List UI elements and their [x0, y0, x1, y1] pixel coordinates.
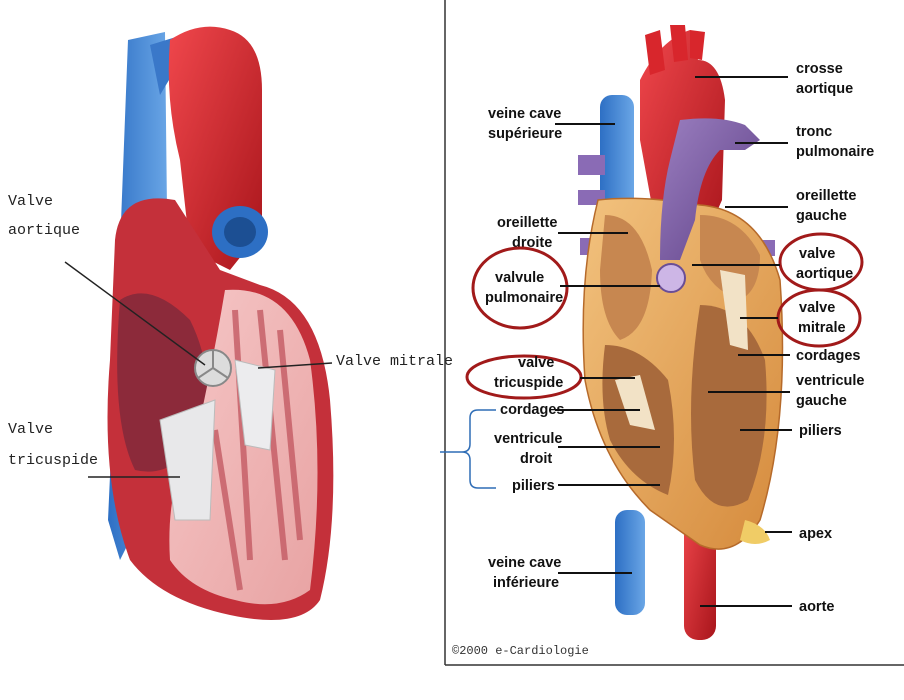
label-valve-tricuspide-l2: tricuspide	[494, 375, 563, 391]
label-veine-cave-inf-l2: inférieure	[493, 575, 559, 591]
leader-valve-mitrale	[257, 362, 333, 369]
right-inf-vena-cava	[615, 510, 645, 615]
label-tronc-pulmonaire-l2: pulmonaire	[796, 144, 874, 160]
label-cordages-right: cordages	[796, 348, 860, 364]
label-ventricule-droit-l2: droit	[520, 451, 552, 467]
label-valve-tricuspide-l1: Valve	[8, 421, 53, 438]
leader-valve-aortique	[64, 261, 206, 366]
label-valve-tricuspide-l2: tricuspide	[8, 452, 98, 469]
left-pulmonary-lumen	[224, 217, 256, 247]
label-tronc-pulmonaire-l1: tronc	[796, 124, 832, 140]
right-mitral-chordae	[720, 270, 748, 350]
label-ventricule-gauche-l1: ventricule	[796, 373, 865, 389]
label-valve-tricuspide-l1: valve	[518, 355, 554, 371]
label-oreillette-gauche-l2: gauche	[796, 208, 847, 224]
right-apex	[740, 520, 770, 544]
label-oreillette-gauche-l1: oreillette	[796, 188, 856, 204]
left-aortic-valve-cusps	[197, 350, 229, 379]
label-ventricule-gauche-l2: gauche	[796, 393, 847, 409]
right-aortic-branches	[645, 25, 705, 75]
left-muscle-strands	[212, 309, 303, 591]
left-heart-illustration	[107, 26, 334, 620]
copyright-text: ©2000 e-Cardiologie	[452, 644, 589, 658]
label-valvule-pulmonaire-l2: pulmonaire	[485, 290, 563, 306]
right-pulmonary-valve	[656, 263, 686, 293]
label-valve-aortique-l1: valve	[799, 246, 835, 262]
grouping-brace	[440, 409, 496, 489]
label-veine-cave-inf-l1: veine cave	[488, 555, 561, 571]
right-pulmonary-veins-left	[578, 155, 605, 255]
label-valve-aortique-l2: aortique	[8, 222, 80, 239]
label-crosse-aortique-l1: crosse	[796, 61, 843, 77]
left-labels: Valve aortique Valve mitrale Valve tricu…	[8, 193, 453, 478]
label-apex: apex	[799, 526, 832, 542]
right-heart-illustration	[578, 25, 784, 640]
label-oreillette-droite-l1: oreillette	[497, 215, 557, 231]
label-crosse-aortique-l2: aortique	[796, 81, 853, 97]
label-ventricule-droit-l1: ventricule	[494, 431, 563, 447]
right-tricuspid-chordae	[615, 375, 655, 430]
label-valve-aortique-l1: Valve	[8, 193, 53, 210]
left-tricuspid-chordae	[159, 399, 216, 521]
left-mitral-chordae	[234, 359, 276, 451]
label-aorte: aorte	[799, 599, 834, 615]
label-valve-mitrale-l2: mitrale	[798, 320, 846, 336]
right-labels: crosse aortique veine cave supérieure tr…	[440, 61, 874, 658]
highlight-valve-mitrale	[776, 288, 862, 348]
label-valve-aortique-l2: aortique	[796, 266, 853, 282]
label-veine-cave-sup-l1: veine cave	[488, 106, 561, 122]
label-cordages-left: cordages	[500, 402, 564, 418]
highlight-valvule-pulmonaire	[471, 246, 569, 330]
right-pulmonary-trunk	[660, 118, 760, 260]
label-valve-mitrale: Valve mitrale	[336, 353, 453, 370]
right-right-atrium	[600, 215, 652, 340]
label-veine-cave-sup-l2: supérieure	[488, 126, 562, 142]
label-valvule-pulmonaire-l1: valvule	[495, 270, 544, 286]
label-piliers-right: piliers	[799, 423, 842, 439]
label-piliers-left: piliers	[512, 478, 555, 494]
label-valve-mitrale-l1: valve	[799, 300, 835, 316]
